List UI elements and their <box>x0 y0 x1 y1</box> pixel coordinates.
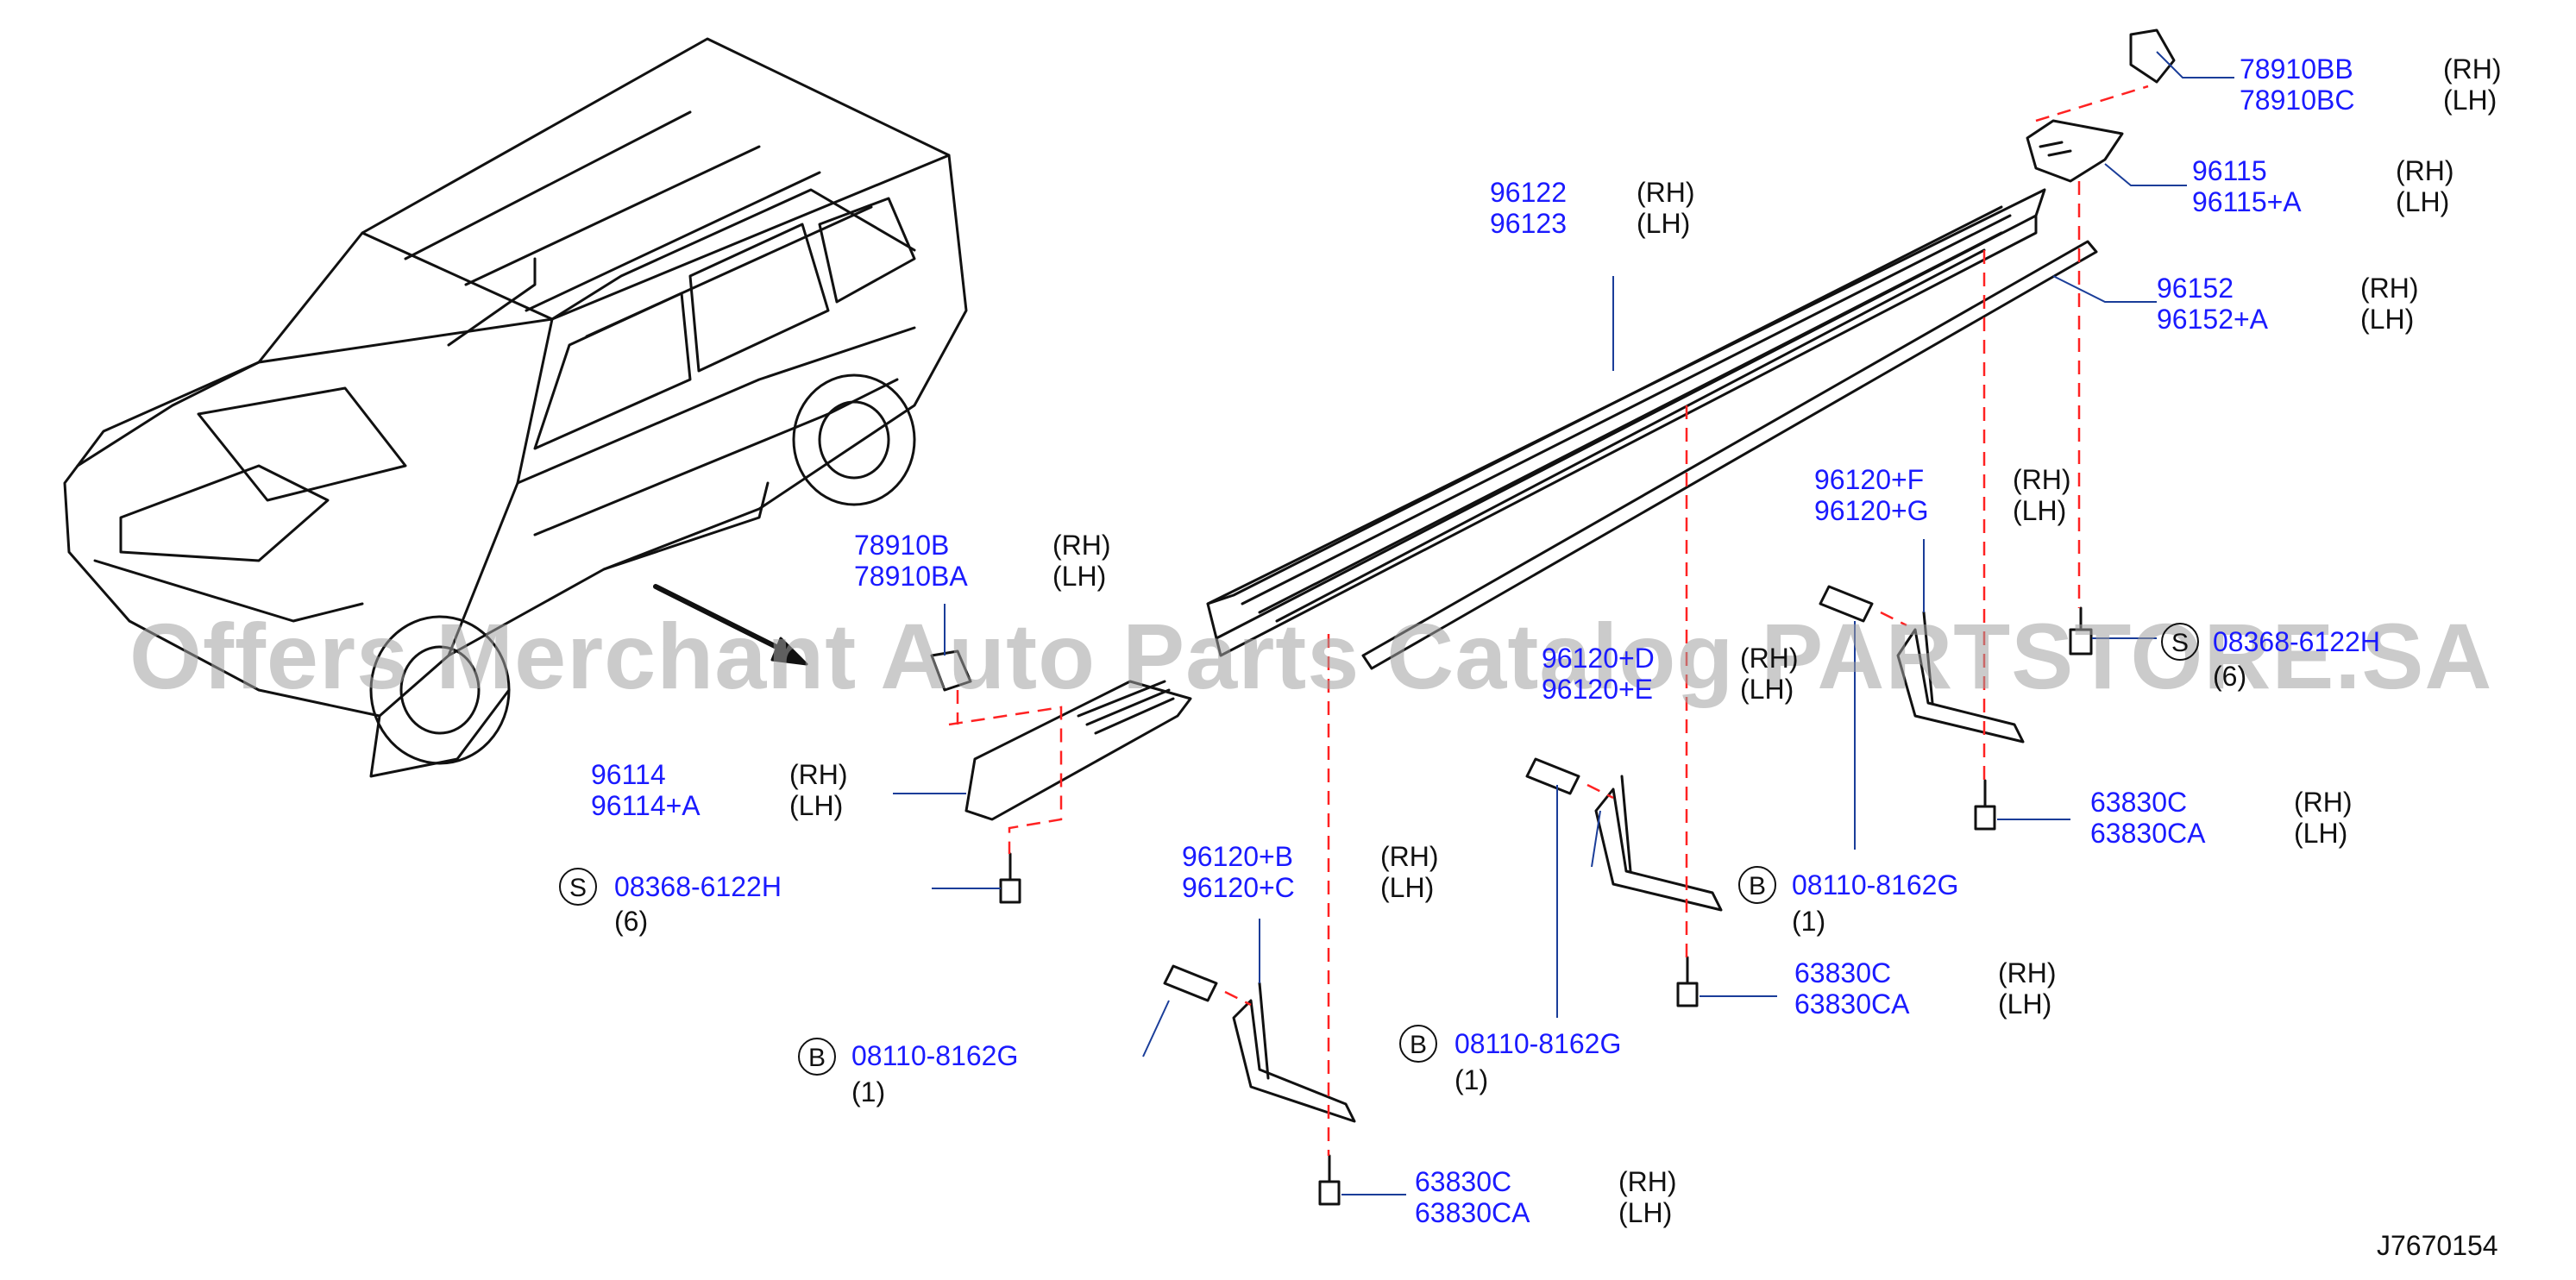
part-number[interactable]: 08110-8162G <box>1454 1028 1622 1059</box>
part-number[interactable]: 08368-6122H <box>614 871 782 902</box>
side-indicator: (LH) <box>1998 988 2052 1020</box>
part-number[interactable]: 78910B <box>854 530 950 561</box>
quantity: (1) <box>1792 906 1826 937</box>
side-indicator: (RH) <box>1618 1166 1677 1197</box>
part-number[interactable]: 78910BC <box>2240 85 2355 116</box>
symbol-circle: B <box>1399 1025 1437 1063</box>
part-number[interactable]: 63830CA <box>1415 1197 1530 1228</box>
end-cap-96114 <box>964 680 1192 821</box>
molding-96152 <box>1361 240 2098 670</box>
quantity: (6) <box>614 906 649 937</box>
side-indicator: (RH) <box>1998 957 2057 988</box>
side-indicator: (LH) <box>2013 495 2067 526</box>
part-number[interactable]: 63830C <box>1794 957 1892 988</box>
quantity: (6) <box>2213 661 2247 692</box>
part-number[interactable]: 78910BA <box>854 561 968 592</box>
part-number[interactable]: 96115 <box>2192 155 2267 186</box>
vehicle-illustration <box>63 37 968 778</box>
side-indicator: (LH) <box>789 790 844 821</box>
side-indicator: (RH) <box>2294 787 2353 818</box>
quantity: (1) <box>851 1076 886 1107</box>
part-number[interactable]: 96115+A <box>2192 186 2302 217</box>
part-number[interactable]: 63830CA <box>2090 818 2206 849</box>
symbol-circle: B <box>1738 866 1776 904</box>
label-63830C-right[interactable]: 63830C (RH) 63830CA (LH) <box>2090 787 2353 849</box>
symbol-circle: S <box>559 868 597 906</box>
label-96120F[interactable]: 96120+F (RH) 96120+G (LH) <box>1814 464 2071 526</box>
part-number[interactable]: 08110-8162G <box>1792 869 1959 900</box>
label-78910B[interactable]: 78910B (RH) 78910BA (LH) <box>854 530 1111 592</box>
bracket-96120F <box>1896 611 2025 744</box>
symbol-circle: S <box>2161 623 2199 661</box>
part-number[interactable]: 96123 <box>1490 208 1567 239</box>
side-indicator: (RH) <box>1740 643 1799 674</box>
part-number[interactable]: 96152+A <box>2157 304 2269 335</box>
label-78910BB[interactable]: 78910BB (RH) 78910BC (LH) <box>2240 53 2502 116</box>
leader-lines <box>893 51 2234 1195</box>
side-indicator: (LH) <box>2443 85 2497 116</box>
part-number[interactable]: 63830C <box>1415 1166 1512 1197</box>
side-indicator: (LH) <box>1380 872 1435 903</box>
part-number[interactable]: 96114+A <box>591 790 701 821</box>
side-indicator: (LH) <box>2396 186 2450 217</box>
side-indicator: (LH) <box>1618 1197 1673 1228</box>
label-96122[interactable]: 96122 (RH) 96123 (LH) <box>1490 177 1695 239</box>
label-96120B[interactable]: 96120+B (RH) 96120+C (LH) <box>1182 841 1439 903</box>
side-indicator: (RH) <box>1380 841 1439 872</box>
bracket-96120B <box>1232 982 1356 1123</box>
bracket-96120D <box>1594 775 1723 912</box>
part-number[interactable]: 63830C <box>2090 787 2188 818</box>
part-number[interactable]: 63830CA <box>1794 988 1910 1020</box>
diagram-id: J7670154 <box>2377 1230 2498 1261</box>
part-number[interactable]: 96120+G <box>1814 495 1929 526</box>
symbol-circle: B <box>798 1038 836 1076</box>
side-indicator: (LH) <box>1637 208 1691 239</box>
label-96120D[interactable]: 96120+D (RH) 96120+E (LH) <box>1542 643 1799 705</box>
part-number[interactable]: 96120+D <box>1542 643 1655 674</box>
side-indicator: (RH) <box>2443 53 2502 85</box>
label-96152[interactable]: 96152 (RH) 96152+A (LH) <box>2157 273 2419 335</box>
side-indicator: (LH) <box>1052 561 1107 592</box>
part-number[interactable]: 08110-8162G <box>851 1040 1019 1071</box>
side-indicator: (LH) <box>1740 674 1794 705</box>
bolts <box>999 585 2093 1206</box>
part-number[interactable]: 96120+B <box>1182 841 1294 872</box>
label-96115[interactable]: 96115 (RH) 96115+A (LH) <box>2192 155 2454 217</box>
step-bar-96122 <box>1206 188 2046 657</box>
alignment-dashes <box>948 85 2149 1156</box>
label-63830C-left[interactable]: 63830C (RH) 63830CA (LH) <box>1415 1166 1677 1228</box>
part-number[interactable]: 78910BB <box>2240 53 2353 85</box>
part-number[interactable]: 96120+C <box>1182 872 1295 903</box>
side-indicator: (RH) <box>2396 155 2454 186</box>
side-indicator: (LH) <box>2360 304 2415 335</box>
label-96114[interactable]: 96114 (RH) 96114+A (LH) <box>591 759 848 821</box>
side-indicator: (RH) <box>1052 530 1111 561</box>
part-number[interactable]: 96122 <box>1490 177 1567 208</box>
part-number[interactable]: 96120+E <box>1542 674 1654 705</box>
side-indicator: (RH) <box>2013 464 2071 495</box>
side-indicator: (RH) <box>1637 177 1695 208</box>
side-indicator: (LH) <box>2294 818 2348 849</box>
watermark-text: Offers Merchant Auto Parts Catalog PARTS… <box>129 604 2493 708</box>
label-63830C-middle[interactable]: 63830C (RH) 63830CA (LH) <box>1794 957 2057 1020</box>
side-indicator: (RH) <box>789 759 848 790</box>
end-cap-96115 <box>2026 119 2124 183</box>
part-number[interactable]: 96114 <box>591 759 666 790</box>
quantity: (1) <box>1454 1064 1489 1095</box>
side-indicator: (RH) <box>2360 273 2419 304</box>
part-number[interactable]: 08368-6122H <box>2213 626 2380 657</box>
part-number[interactable]: 96152 <box>2157 273 2234 304</box>
part-number[interactable]: 96120+F <box>1814 464 1925 495</box>
